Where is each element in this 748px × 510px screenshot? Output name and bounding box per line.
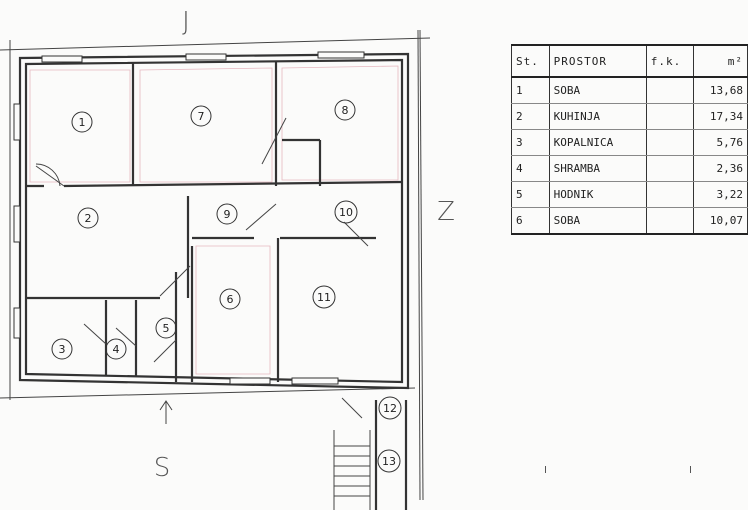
cell-fk [645,155,694,182]
staircase [333,400,408,510]
window [229,377,271,385]
room-number: 5 [163,322,170,335]
room-number: 1 [79,116,86,129]
room-number: 7 [198,110,205,123]
window [291,377,339,385]
tick-mark [690,466,691,473]
cell-prostor: SOBA [548,77,647,104]
room-number: 6 [227,293,234,306]
header-prostor: PROSTOR [548,44,647,78]
floor-plan: 1 2 3 4 5 6 7 8 9 10 11 12 13 J Z S [0,7,455,510]
room-number: 12 [383,402,397,415]
wall-top-corridor [63,180,403,188]
outer-wall [18,52,410,390]
cell-prostor: KOPALNICA [548,129,647,156]
cell-st: 4 [511,155,550,182]
room-markers: 1 2 3 4 5 6 7 8 9 10 11 12 13 [51,99,402,473]
cell-st: 1 [511,77,550,104]
table-header-row: St. PROSTOR f.k. m² [511,44,748,78]
room-number: 3 [59,343,66,356]
room-number: 13 [382,455,396,468]
cell-st: 3 [511,129,550,156]
header-fk: f.k. [645,44,694,78]
right-guide-line [417,29,421,501]
cell-area: 13,68 [692,77,748,104]
room-number: 4 [113,343,120,356]
top-guide-line [0,37,431,51]
room-number: 2 [85,212,92,225]
cell-prostor: HODNIK [548,181,647,208]
cell-fk [645,103,694,130]
right-guide-line-2 [419,29,424,501]
cell-st: 5 [511,181,550,208]
cell-fk [645,181,694,208]
cell-prostor: SOBA [548,207,647,235]
header-area: m² [692,44,748,78]
compass-south-label: S [154,453,171,483]
cell-st: 6 [511,207,550,235]
tick-mark [545,466,546,473]
room-number: 9 [224,208,231,221]
cell-area: 2,36 [692,155,748,182]
window [13,205,21,243]
window [317,51,365,59]
cell-area: 17,34 [692,103,748,130]
room-number: 10 [339,206,353,219]
bottom-guide-line [0,387,416,399]
compass-north-label: J [182,7,190,37]
window [41,55,83,63]
cell-st: 2 [511,103,550,130]
window [13,307,21,339]
cell-fk [645,129,694,156]
cell-area: 10,07 [692,207,748,235]
cell-fk [645,207,694,235]
cell-fk [645,77,694,104]
window [13,103,21,141]
cell-prostor: SHRAMBA [548,155,647,182]
cell-area: 5,76 [692,129,748,156]
room-number: 11 [317,291,331,304]
header-st: St. [511,44,550,78]
window [185,53,227,61]
cell-prostor: KUHINJA [548,103,647,130]
outer-wall-inner [24,58,404,384]
compass-east-label: Z [437,197,455,227]
room-number: 8 [342,104,349,117]
cell-area: 3,22 [692,181,748,208]
